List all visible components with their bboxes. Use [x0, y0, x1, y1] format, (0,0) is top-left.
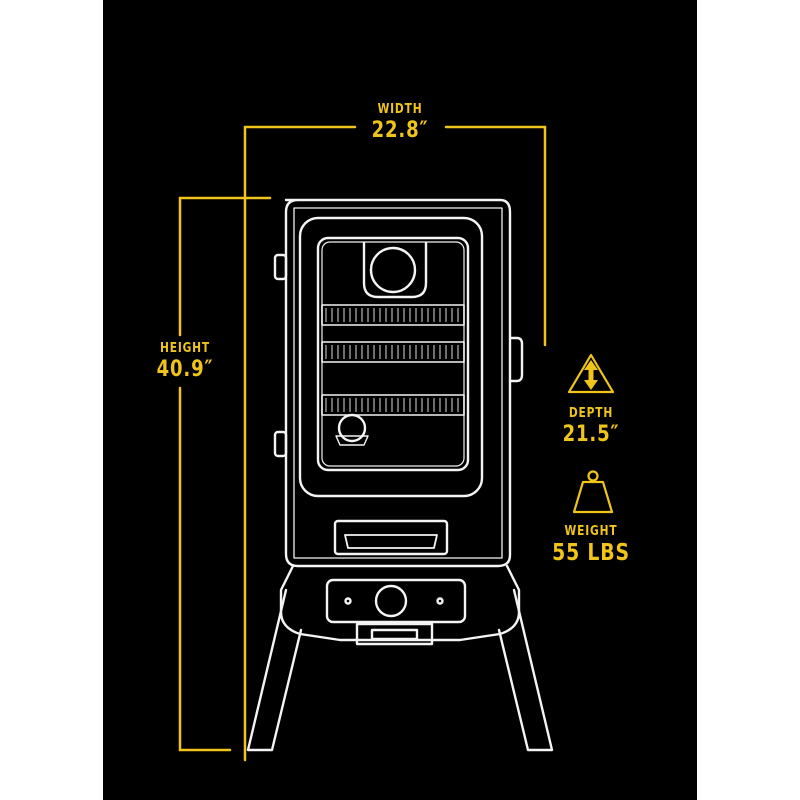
- rack-wires: [325, 308, 459, 412]
- weight-dimension-label: WEIGHT 55 LBS: [546, 525, 636, 565]
- smoker-body: [246, 198, 554, 752]
- height-value: 40.9″: [156, 357, 214, 382]
- height-dimension-line: [178, 196, 272, 752]
- width-value: 22.8″: [371, 118, 429, 143]
- depth-arrow-icon: [567, 353, 615, 394]
- width-dimension-label: WIDTH 22.8″: [351, 103, 449, 142]
- depth-label: DEPTH: [568, 406, 614, 421]
- height-dimension-label: HEIGHT 40.9″: [140, 342, 230, 381]
- width-dimension-line: [243, 125, 547, 762]
- weight-icon: [572, 470, 614, 514]
- dark-background-panel: [103, 0, 697, 800]
- weight-label: WEIGHT: [564, 524, 618, 539]
- depth-dimension-label: DEPTH 21.5″: [546, 407, 636, 446]
- depth-value: 21.5″: [562, 422, 620, 447]
- height-label: HEIGHT: [159, 341, 211, 356]
- weight-value: 55 LBS: [552, 540, 630, 566]
- width-label: WIDTH: [377, 102, 423, 117]
